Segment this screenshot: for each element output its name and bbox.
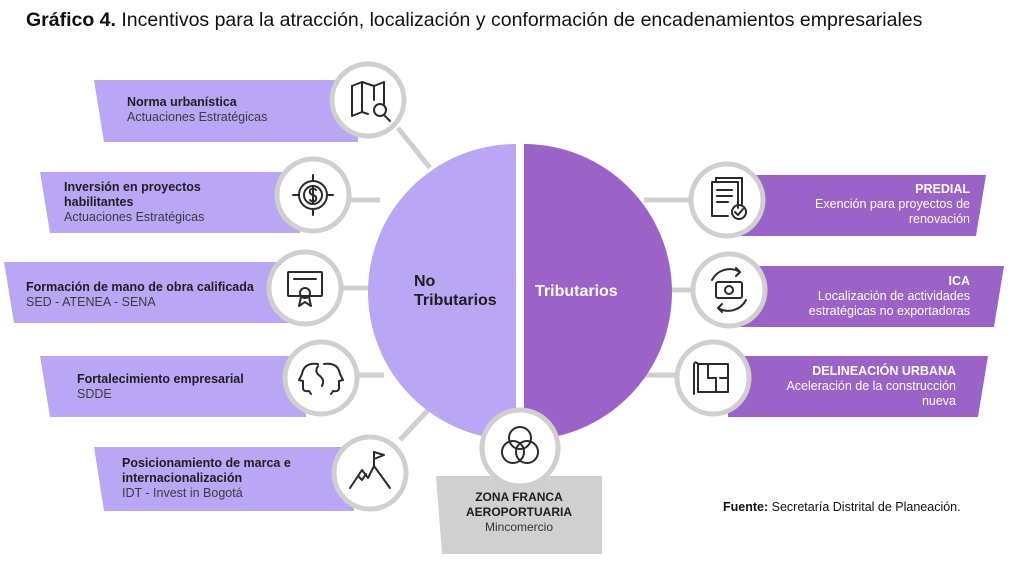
left-card-3-sub: SED - ATENEA - SENA (26, 295, 156, 309)
left-card-bg-3 (4, 262, 290, 323)
right-card-2-head: ICA (948, 274, 970, 288)
title-text: Incentivos para la atracción, localizaci… (121, 9, 923, 31)
left-card-bg-4 (40, 356, 306, 417)
left-card-3: Formación de mano de obra calificada SED… (26, 280, 272, 310)
right-card-3: DELINEACIÓN URBANA Aceleración de la con… (756, 364, 956, 409)
zona-franca-head: ZONA FRANCA AEROPORTUARIA (465, 490, 572, 519)
left-card-1-head: Norma urbanística (127, 95, 237, 109)
right-card-bg-1 (738, 175, 986, 236)
right-card-3-sub: Aceleración de la construcción nueva (786, 379, 956, 408)
left-card-2-head: Inversión en proyectos habilitantes (64, 180, 201, 209)
right-card-3-head: DELINEACIÓN URBANA (812, 364, 956, 378)
zona-franca-box (436, 476, 602, 554)
two-heads-icon (298, 362, 344, 395)
left-card-4: Fortalecimiento empresarial SDDE (77, 372, 277, 402)
chart-title: Gráfico 4. Incentivos para la atracción,… (26, 9, 1006, 32)
left-card-5-head: Posicionamiento de marca e internacional… (122, 456, 291, 485)
left-card-4-sub: SDDE (77, 387, 112, 401)
left-card-shapes (4, 80, 358, 511)
left-card-2: Inversión en proyectos habilitantes Actu… (64, 180, 282, 225)
zona-franca-text: ZONA FRANCA AEROPORTUARIA Mincomercio (436, 490, 602, 535)
right-card-1-head: PREDIAL (915, 182, 970, 196)
tributarios-label: Tributarios (535, 283, 618, 300)
left-card-1-sub: Actuaciones Estratégicas (127, 110, 268, 124)
left-card-2-sub: Actuaciones Estratégicas (64, 210, 205, 224)
left-card-bg-2 (40, 172, 300, 233)
connector-left-5 (398, 406, 432, 442)
mountain-flag-icon (349, 451, 391, 489)
certificate-icon (287, 271, 323, 307)
no-tributarios-label: No Tributarios (414, 273, 497, 309)
source-label: Fuente: (723, 500, 769, 514)
zona-franca-sub: Mincomercio (484, 520, 553, 534)
right-card-1-sub: Exención para proyectos de renovación (815, 197, 970, 226)
connector-left-1 (396, 126, 432, 170)
zona-franca-bg (436, 476, 602, 554)
dollar-target-icon (292, 174, 334, 216)
money-cycle-icon (711, 267, 747, 313)
right-card-1: PREDIAL Exención para proyectos de renov… (766, 182, 970, 227)
left-card-bg-5 (94, 447, 354, 511)
left-card-5-sub: IDT - Invest in Bogotá (122, 486, 243, 500)
source-text: Secretaría Distrital de Planeación. (771, 500, 961, 514)
right-card-bg-3 (728, 356, 988, 417)
left-card-3-head: Formación de mano de obra calificada (26, 280, 254, 294)
no-tributarios-half (368, 144, 516, 440)
right-icon-circles (674, 161, 768, 417)
right-card-shapes (728, 175, 1004, 417)
tributarios-half (524, 144, 672, 440)
source-note: Fuente: Secretaría Distrital de Planeaci… (723, 500, 961, 514)
left-card-5: Posicionamiento de marca e internacional… (122, 456, 322, 501)
left-card-1: Norma urbanística Actuaciones Estratégic… (127, 95, 351, 125)
map-search-icon (351, 81, 391, 122)
right-card-bg-2 (738, 266, 1004, 327)
right-card-2-sub: Localización de actividades estratégicas… (808, 289, 970, 318)
left-card-4-head: Fortalecimiento empresarial (77, 372, 244, 386)
blueprint-icon (693, 361, 729, 395)
title-lead: Gráfico 4. (26, 9, 116, 31)
right-card-2: ICA Localización de actividades estratég… (766, 274, 970, 319)
document-check-icon (711, 177, 747, 220)
venn-circles-icon (501, 426, 539, 464)
left-card-bg-1 (94, 80, 358, 142)
